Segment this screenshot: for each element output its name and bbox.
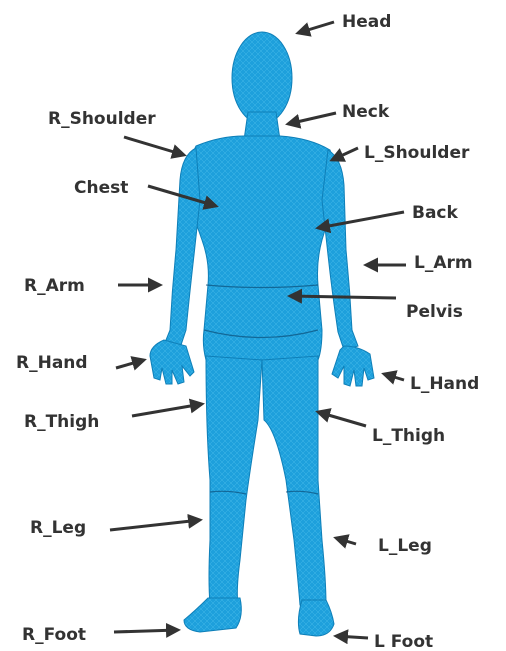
label-r-hand: R_Hand: [16, 353, 88, 373]
label-l-arm: L_Arm: [414, 253, 473, 273]
label-back: Back: [412, 203, 459, 223]
label-r-foot: R_Foot: [22, 625, 86, 645]
l-leg-arrow: [336, 538, 356, 544]
left-hand-shape: [332, 346, 374, 386]
label-l-foot: L Foot: [374, 632, 433, 651]
label-neck: Neck: [342, 102, 390, 122]
label-head: Head: [342, 12, 391, 32]
label-l-leg: L_Leg: [378, 536, 432, 556]
right-arm-shape: [164, 148, 200, 348]
head-arrow: [298, 22, 334, 33]
label-l-hand: L_Hand: [410, 374, 479, 394]
label-r-thigh: R_Thigh: [24, 412, 99, 432]
right-leg-shape: [206, 356, 262, 605]
label-l-thigh: L_Thigh: [372, 426, 445, 446]
r-hand-arrow: [116, 360, 144, 368]
left-arm-shape: [322, 150, 358, 350]
right-hand-shape: [150, 340, 194, 384]
label-l-shoulder: L_Shoulder: [364, 143, 470, 163]
right-foot-shape: [184, 598, 241, 632]
left-leg-shape: [262, 356, 326, 605]
r-shoulder-arrow: [124, 137, 184, 155]
l-hand-arrow: [384, 374, 404, 380]
l-thigh-arrow: [318, 412, 366, 426]
torso-shape: [187, 136, 335, 360]
label-r-leg: R_Leg: [30, 518, 86, 538]
label-chest: Chest: [74, 178, 128, 198]
r-leg-arrow: [110, 520, 200, 530]
l-shoulder-arrow: [332, 148, 358, 160]
human-mesh-figure: [150, 32, 374, 636]
label-r-shoulder: R_Shoulder: [48, 109, 156, 129]
neck-arrow: [288, 113, 336, 124]
l-foot-arrow: [336, 636, 368, 638]
left-foot-shape: [298, 600, 334, 636]
pelvis-arrow: [290, 296, 396, 298]
head-shape: [232, 32, 292, 124]
r-foot-arrow: [114, 630, 178, 632]
label-r-arm: R_Arm: [24, 276, 85, 296]
r-thigh-arrow: [132, 404, 202, 416]
label-pelvis: Pelvis: [406, 302, 463, 322]
